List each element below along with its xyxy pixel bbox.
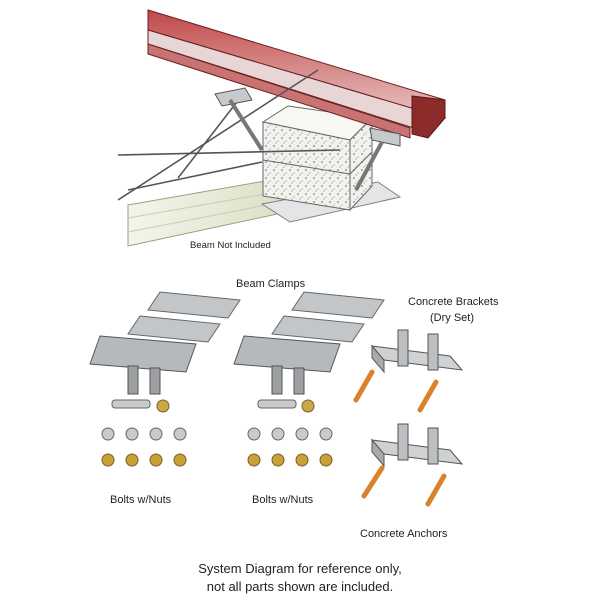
- concrete-brackets-subtitle: (Dry Set): [430, 312, 474, 324]
- beam-not-included-label: Beam Not Included: [190, 240, 271, 251]
- steel-i-beam: [147, 9, 447, 139]
- concrete-brackets-label: Concrete Brackets: [408, 296, 499, 308]
- bolts-with-nuts-left: [101, 399, 187, 467]
- concrete-block: [261, 105, 374, 212]
- beam-clamp-set-right: [233, 291, 385, 395]
- beam-clamp-installed-right: [354, 127, 401, 191]
- beam-clamp-installed-left: [214, 87, 264, 152]
- bolts-with-nuts-right-label: Bolts w/Nuts: [252, 494, 314, 506]
- caption-line-1: System Diagram for reference only,: [198, 561, 402, 576]
- assembly-illustration: [117, 9, 447, 247]
- bolts-with-nuts-left-label: Bolts w/Nuts: [110, 494, 172, 506]
- beam-clamp-set-left: [89, 291, 241, 395]
- bolts-with-nuts-right: [247, 399, 333, 467]
- concrete-anchors-label: Concrete Anchors: [360, 528, 448, 540]
- caption-line-2: not all parts shown are included.: [206, 579, 394, 594]
- concrete-anchors: [353, 369, 447, 507]
- concrete-bracket-bottom: [370, 423, 464, 468]
- tie-straps: [117, 69, 341, 201]
- beam-clamps-label: Beam Clamps: [236, 278, 306, 290]
- concrete-bracket-top: [370, 329, 464, 374]
